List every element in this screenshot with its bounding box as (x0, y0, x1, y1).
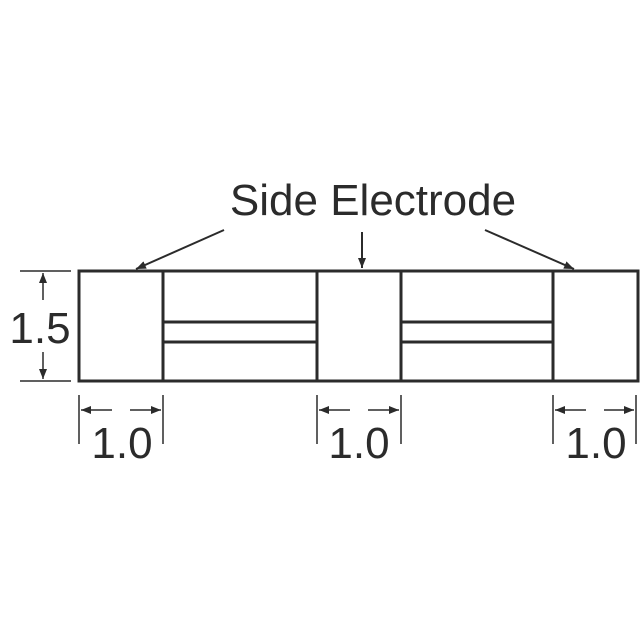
center-width-value: 1.0 (328, 419, 389, 468)
left-electrode-arrow (135, 229, 225, 270)
height-dimension: 1.5 (9, 270, 71, 382)
side-electrode-label: Side Electrode (230, 176, 516, 225)
left-width-dimension: 1.0 (78, 395, 164, 468)
height-dimension-value: 1.5 (9, 304, 70, 353)
right-electrode-arrow (484, 229, 575, 270)
right-width-dimension: 1.0 (552, 395, 637, 468)
body-outline (77, 269, 640, 383)
component-body (77, 269, 640, 383)
left-width-value: 1.0 (91, 419, 152, 468)
center-width-dimension: 1.0 (316, 395, 402, 468)
right-width-value: 1.0 (565, 419, 626, 468)
